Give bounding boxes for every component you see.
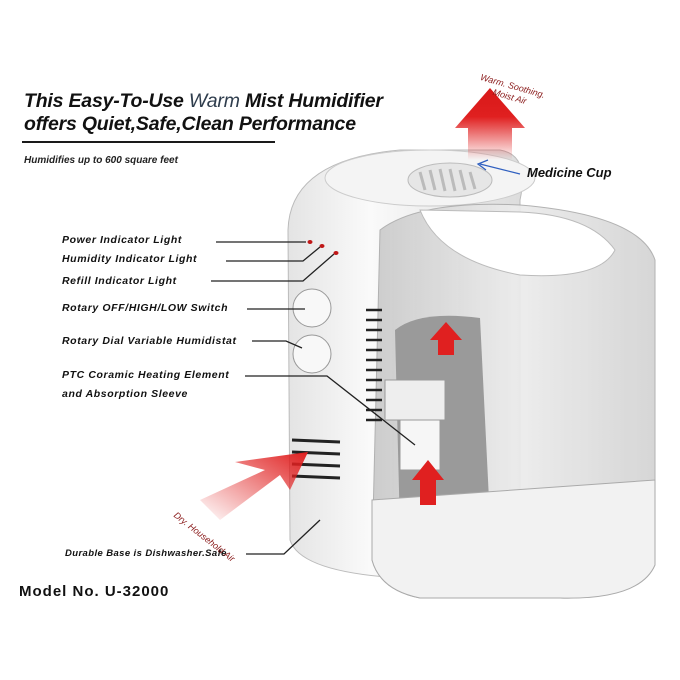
label-humidity-light: Humidity Indicator Light xyxy=(62,253,198,265)
humidistat-knob xyxy=(292,334,332,374)
side-vents xyxy=(366,308,382,422)
refill-led xyxy=(333,251,339,255)
headline-warm: Warm xyxy=(188,90,240,112)
headline-text: This Easy-To-Use xyxy=(24,90,189,112)
label-absorption-sleeve: and Absorption Sleeve xyxy=(62,388,188,400)
label-refill-light: Refill Indicator Light xyxy=(62,275,177,287)
label-medicine-cup: Medicine Cup xyxy=(527,165,612,180)
power-led xyxy=(307,240,313,244)
label-humidistat: Rotary Dial Variable Humidistat xyxy=(62,335,237,347)
headline: This Easy-To-Use Warm Mist Humidifier of… xyxy=(24,90,383,136)
label-rotary-switch: Rotary OFF/HIGH/LOW Switch xyxy=(62,302,229,314)
medicine-cup-pointer xyxy=(476,159,521,175)
heating-element xyxy=(384,379,446,421)
leader-lines xyxy=(211,241,416,555)
rotary-switch-knob xyxy=(292,288,332,328)
dry-air-arrow xyxy=(200,452,308,520)
headline-line2: offers Quiet,Safe,Clean Performance xyxy=(24,113,356,135)
headline-text-end: Mist Humidifier xyxy=(239,90,383,112)
title-divider xyxy=(22,141,275,143)
label-durable-base: Durable Base is Dishwasher.Safe xyxy=(65,548,227,559)
label-power-light: Power Indicator Light xyxy=(62,234,182,246)
humidity-led xyxy=(319,244,325,248)
label-ptc-heating: PTC Coramic Heating Element xyxy=(62,369,230,381)
subtitle: Humidifies up to 600 square feet xyxy=(24,155,178,166)
warm-air-arrow xyxy=(455,88,525,160)
medicine-cup xyxy=(407,162,493,198)
model-number: Model No. U-32000 xyxy=(19,583,170,600)
